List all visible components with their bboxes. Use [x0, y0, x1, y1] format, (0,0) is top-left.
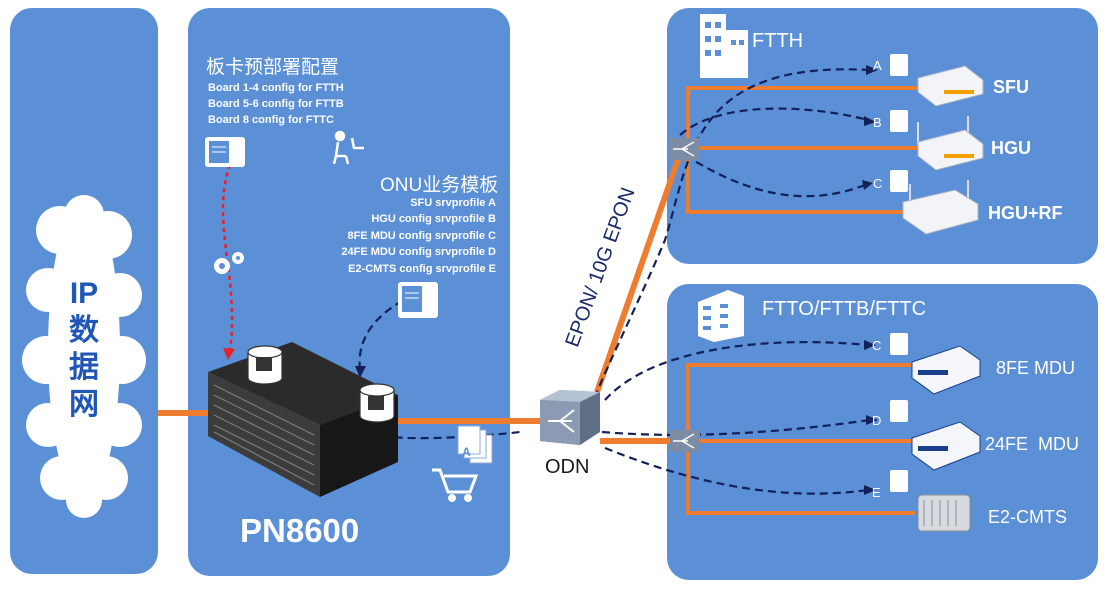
- hgu-label: HGU: [991, 138, 1031, 158]
- ftth-title: FTTH: [752, 30, 804, 52]
- onu-database-icon: [359, 383, 395, 423]
- ip-label-line-1: IP: [69, 277, 99, 310]
- profile-doc-icons: [890, 54, 908, 492]
- ftth-building-icon: [700, 14, 748, 78]
- hgu-rf-device-icon: [902, 180, 979, 235]
- preconfig-flow: [221, 164, 234, 351]
- fttx-profile-e: E: [872, 485, 881, 500]
- fttx-profile-c: C: [872, 338, 882, 353]
- onu-template-line-5: E2-CMTS config srvprofile E: [348, 263, 496, 275]
- fttx-building-icon: [698, 290, 744, 342]
- hgu-device-icon: [917, 116, 984, 171]
- fttx-title: FTTO/FTTB/FTTC: [762, 298, 927, 320]
- e2-cmts-label: E2-CMTS: [988, 507, 1068, 527]
- gear-icon: [214, 252, 244, 274]
- olt-database-icon: [247, 345, 283, 385]
- fttx-splitter-icon: [670, 430, 700, 452]
- ftth-profile-b: B: [873, 115, 882, 130]
- ip-label-line-2: 数: [69, 314, 99, 347]
- ftth-profile-c: C: [873, 176, 883, 191]
- profile-flows: [357, 68, 871, 495]
- ip-network-label: IP 数 据 网: [60, 275, 108, 423]
- onu-templates-title: ONU业务模板: [380, 175, 499, 196]
- onu-template-line-3: 8FE MDU config srvprofile C: [347, 230, 496, 242]
- cart-icon: [432, 468, 479, 502]
- onu-template-document-icon: [398, 282, 438, 318]
- hgu-rf-label: HGU+RF: [988, 203, 1063, 223]
- 8fe-mdu-label: 8FE MDU: [996, 358, 1076, 378]
- ip-label-line-4: 网: [69, 388, 99, 421]
- drop-fibers: [686, 86, 918, 515]
- 24fe-mdu-device-icon: [911, 421, 981, 471]
- preconfig-line-1: Board 1-4 config for FTTH: [208, 82, 344, 94]
- preconfig-title: 板卡预部署配置: [206, 57, 340, 78]
- admin-person-icon: [332, 130, 364, 165]
- odn-splitter-icon: [540, 390, 600, 445]
- onu-template-line-1: SFU srvprofile A: [410, 197, 496, 209]
- 8fe-mdu-device-icon: [911, 345, 981, 395]
- ip-cloud-icon: [22, 195, 146, 518]
- ftth-profile-a: A: [873, 58, 882, 73]
- preconfig-line-3: Board 8 config for FTTC: [208, 114, 334, 126]
- e2-cmts-device-icon: [917, 494, 971, 532]
- ip-label-line-3: 据: [69, 351, 99, 384]
- preconfig-document-icon: [205, 137, 245, 167]
- 24fe-mdu-label: 24FE MDU: [985, 434, 1080, 454]
- onu-template-line-2: HGU config srvprofile B: [371, 213, 496, 225]
- olt-title: PN8600: [240, 512, 360, 549]
- odn-label: ODN: [545, 456, 590, 478]
- sfu-label: SFU: [993, 77, 1029, 97]
- red-arrowhead: [223, 348, 235, 360]
- cart-doc-letter: A: [462, 445, 471, 459]
- sfu-device-icon: [917, 65, 984, 107]
- preconfig-line-2: Board 5-6 config for FTTB: [208, 98, 344, 110]
- cart-documents-icon: [457, 425, 493, 464]
- ftth-splitter-icon: [670, 138, 700, 160]
- onu-template-line-4: 24FE MDU config srvprofile D: [341, 246, 496, 258]
- fttx-profile-d: D: [872, 413, 882, 428]
- flow-arrowheads: [355, 65, 878, 495]
